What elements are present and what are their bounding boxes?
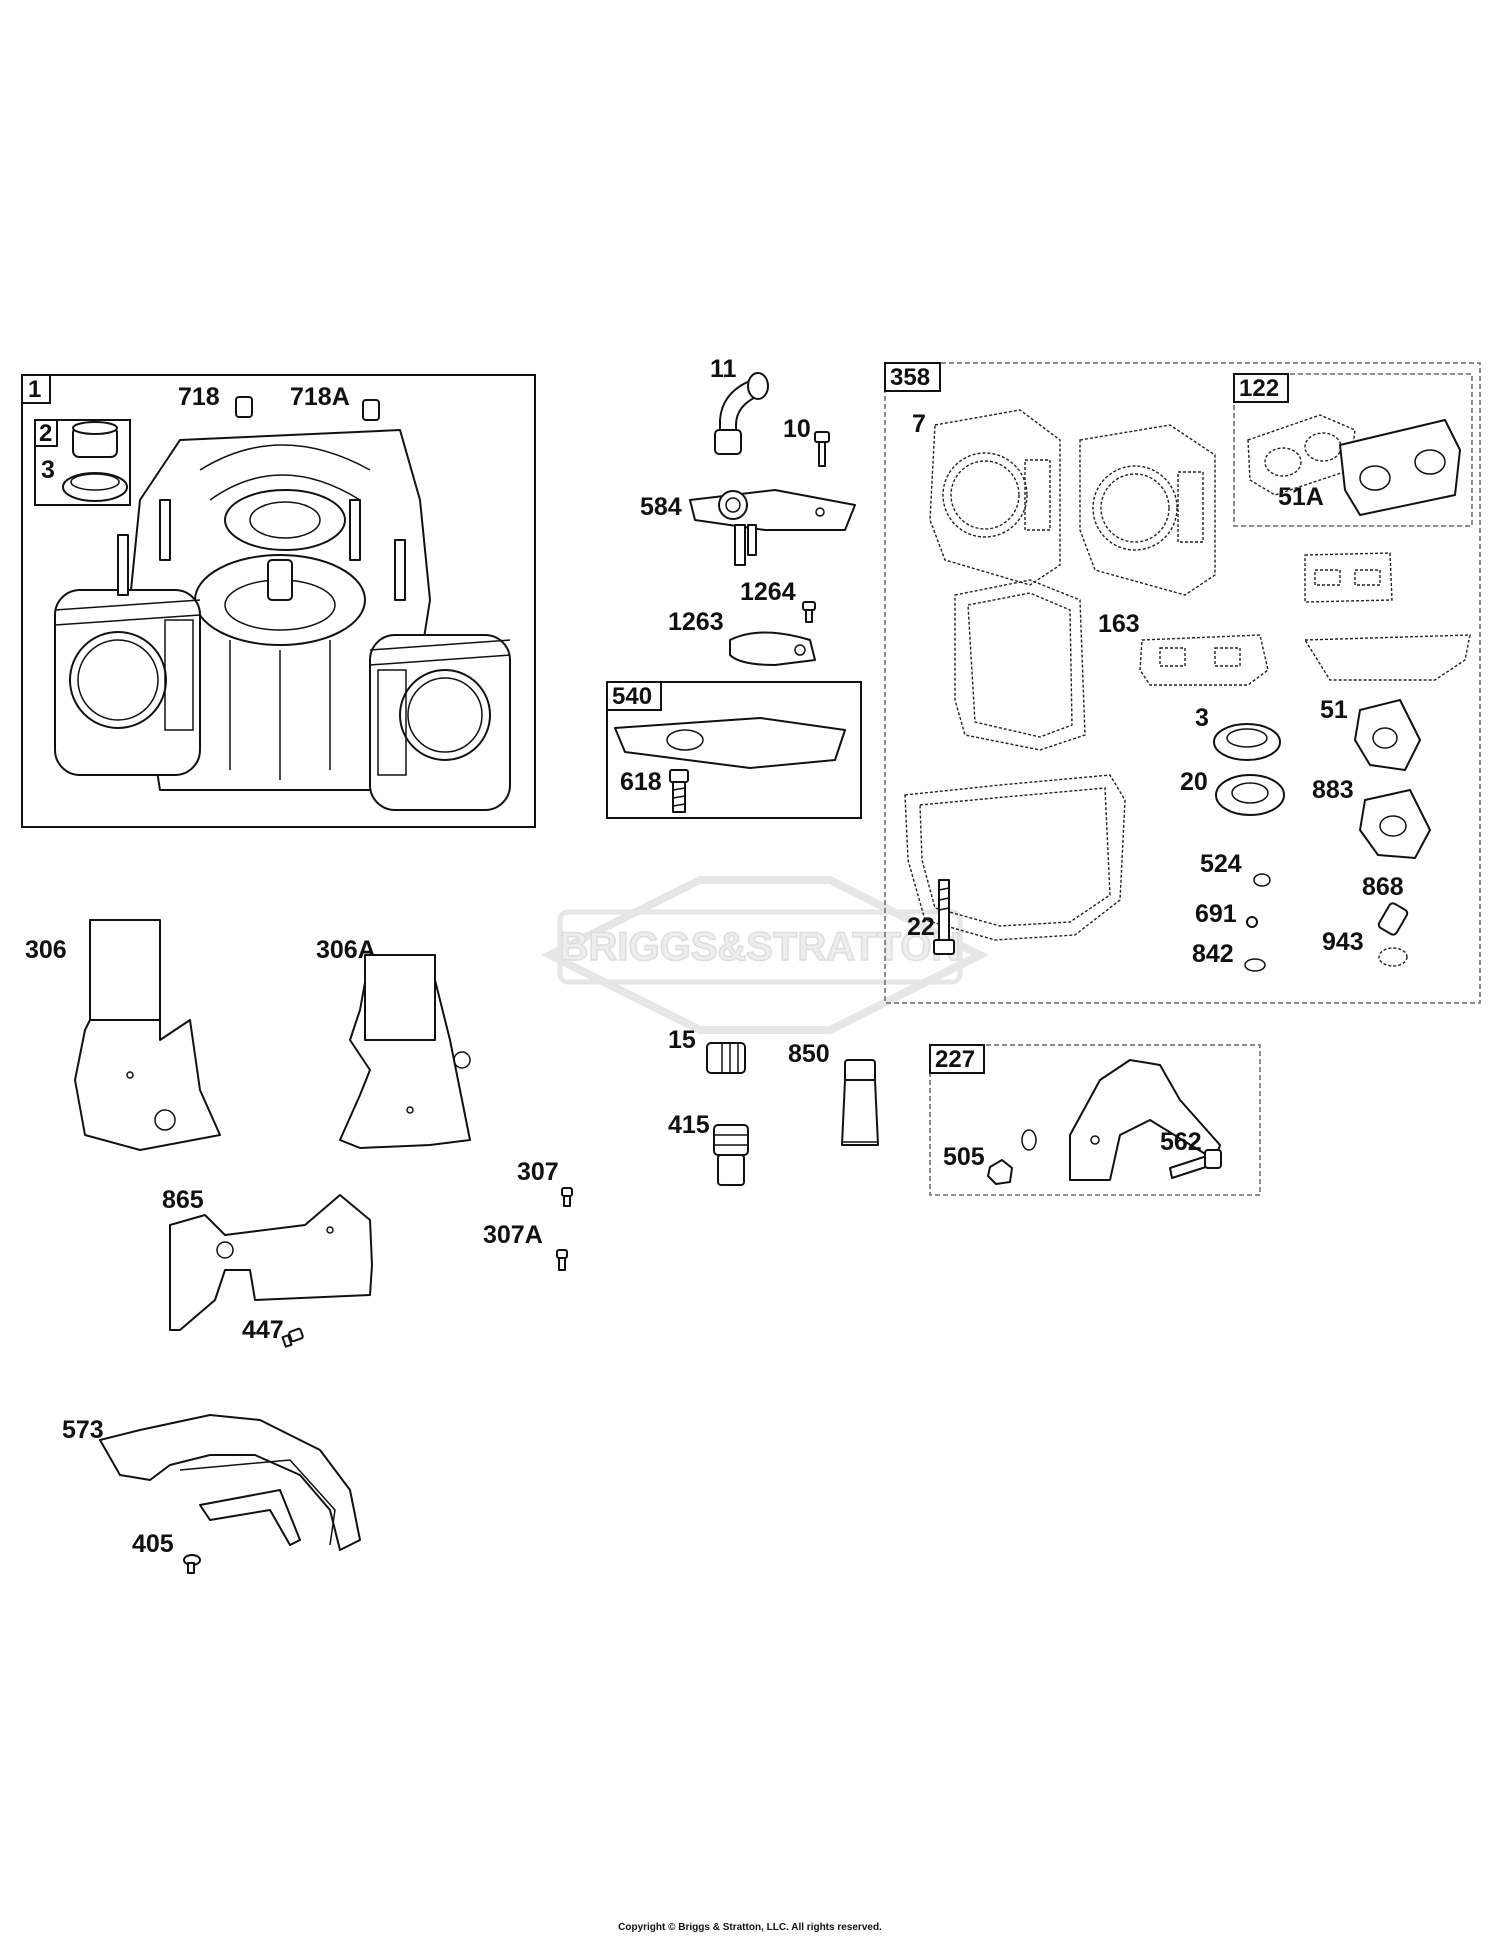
sealant-tube-850-icon [841, 1059, 879, 1146]
part-883-label: 883 [1312, 776, 1354, 804]
part-524-label: 524 [1200, 850, 1242, 878]
box-358-frame [884, 362, 1481, 1004]
box-122-tag [1233, 373, 1289, 403]
screw-405-icon [183, 1554, 201, 1574]
part-3-label-a: 3 [41, 456, 55, 484]
screw-307A-icon [556, 1249, 568, 1271]
seal-3-icon [1213, 723, 1281, 761]
part-7-label: 7 [912, 410, 926, 438]
part-718-label: 718 [178, 383, 220, 411]
screw-618-icon [669, 769, 689, 813]
breather-868-icon [1377, 902, 1409, 936]
intake-gasket-122-icon [1247, 414, 1461, 516]
plug-15-icon [706, 1042, 746, 1074]
dipstick-tube-elbow-icon [714, 372, 769, 455]
part-505-label: 505 [943, 1143, 985, 1171]
part-15-label: 15 [668, 1026, 696, 1054]
box-1-tag [21, 374, 51, 404]
part-306-label: 306 [25, 936, 67, 964]
dowel-718A-icon [362, 399, 380, 421]
spacer-883-icon [1359, 789, 1431, 859]
part-51A-label: 51A [1278, 483, 1324, 511]
part-307-label: 307 [517, 1158, 559, 1186]
part-865-label: 865 [162, 1186, 204, 1214]
crankcase-gasket-icon [904, 774, 1126, 941]
screw-10-icon [814, 431, 830, 467]
gasket-163-icon [1139, 634, 1269, 686]
box-540-label: 540 [612, 683, 652, 710]
watermark-text: BRIGGS&STRATTON [560, 925, 961, 969]
part-3-label-b: 3 [1195, 704, 1209, 732]
box-1-frame [21, 374, 536, 828]
box-1-label: 1 [28, 376, 41, 403]
seal-icon [62, 472, 128, 502]
part-11-label: 11 [710, 355, 737, 383]
part-10-label: 10 [783, 415, 811, 443]
baffle-1263-icon [729, 631, 816, 666]
part-850-label: 850 [788, 1040, 830, 1068]
part-1263-label: 1263 [668, 608, 724, 636]
bushing-icon [72, 421, 118, 458]
briggs-stratton-watermark: BRIGGS&STRATTON [541, 876, 989, 1034]
dowel-718-icon [235, 396, 253, 418]
plug-415-icon [713, 1124, 749, 1186]
oil-seal-20-icon [1215, 774, 1285, 816]
part-415-label: 415 [668, 1111, 710, 1139]
part-691-label: 691 [1195, 900, 1237, 928]
box-540-frame [606, 681, 862, 819]
screw-1264-icon [802, 601, 816, 623]
nut-505-icon [987, 1129, 1037, 1185]
gasket-540-icon [614, 717, 846, 769]
ring-943-icon [1378, 947, 1408, 967]
part-584-label: 584 [640, 493, 682, 521]
copyright-notice: Copyright © Briggs & Stratton, LLC. All … [618, 1922, 882, 1933]
retainer-691-icon [1246, 916, 1258, 928]
screw-562-icon [1169, 1149, 1222, 1179]
bolt-22-icon [933, 879, 955, 955]
box-2-label: 2 [39, 420, 52, 447]
box-122-frame [1233, 373, 1473, 527]
clip-524-icon [1253, 873, 1271, 887]
part-573-label: 573 [62, 1416, 104, 1444]
ring-842-icon [1244, 958, 1266, 972]
crankcase-cylinder-icon [54, 429, 511, 811]
part-163-label: 163 [1098, 610, 1140, 638]
part-1264-label: 1264 [740, 578, 796, 606]
breather-plate-icon [689, 489, 856, 566]
shroud-306A-icon [339, 954, 471, 1149]
part-943-label: 943 [1322, 928, 1364, 956]
part-842-label: 842 [1192, 940, 1234, 968]
box-540-tag [606, 681, 662, 711]
head-gasket-7-icon [929, 409, 1216, 596]
box-227-tag [929, 1044, 985, 1074]
box-227-label: 227 [935, 1046, 975, 1073]
spacer-51-icon [1354, 699, 1421, 771]
part-618-label: 618 [620, 768, 662, 796]
part-51-label: 51 [1320, 696, 1348, 724]
screw-307-icon [561, 1187, 573, 1207]
box-358-label: 358 [890, 364, 930, 391]
part-562-label: 562 [1160, 1128, 1202, 1156]
shroud-865-icon [169, 1194, 373, 1331]
part-22-label: 22 [907, 913, 935, 941]
box-358-tag [884, 362, 941, 392]
valve-cover-gasket-icon [954, 579, 1086, 751]
part-868-label: 868 [1362, 873, 1404, 901]
part-307A-label: 307A [483, 1221, 543, 1249]
box-227-frame [929, 1044, 1261, 1196]
blower-housing-573-icon [99, 1414, 361, 1551]
box-2-frame [34, 419, 131, 506]
part-20-label: 20 [1180, 768, 1208, 796]
box-122-label: 122 [1239, 375, 1279, 402]
screw-447-icon [281, 1327, 304, 1348]
gasket-upper-right-icon [1303, 552, 1471, 681]
part-718A-label: 718A [290, 383, 350, 411]
part-405-label: 405 [132, 1530, 174, 1558]
shroud-306-icon [74, 919, 221, 1151]
box-2-tag [34, 419, 58, 447]
part-447-label: 447 [242, 1316, 284, 1344]
